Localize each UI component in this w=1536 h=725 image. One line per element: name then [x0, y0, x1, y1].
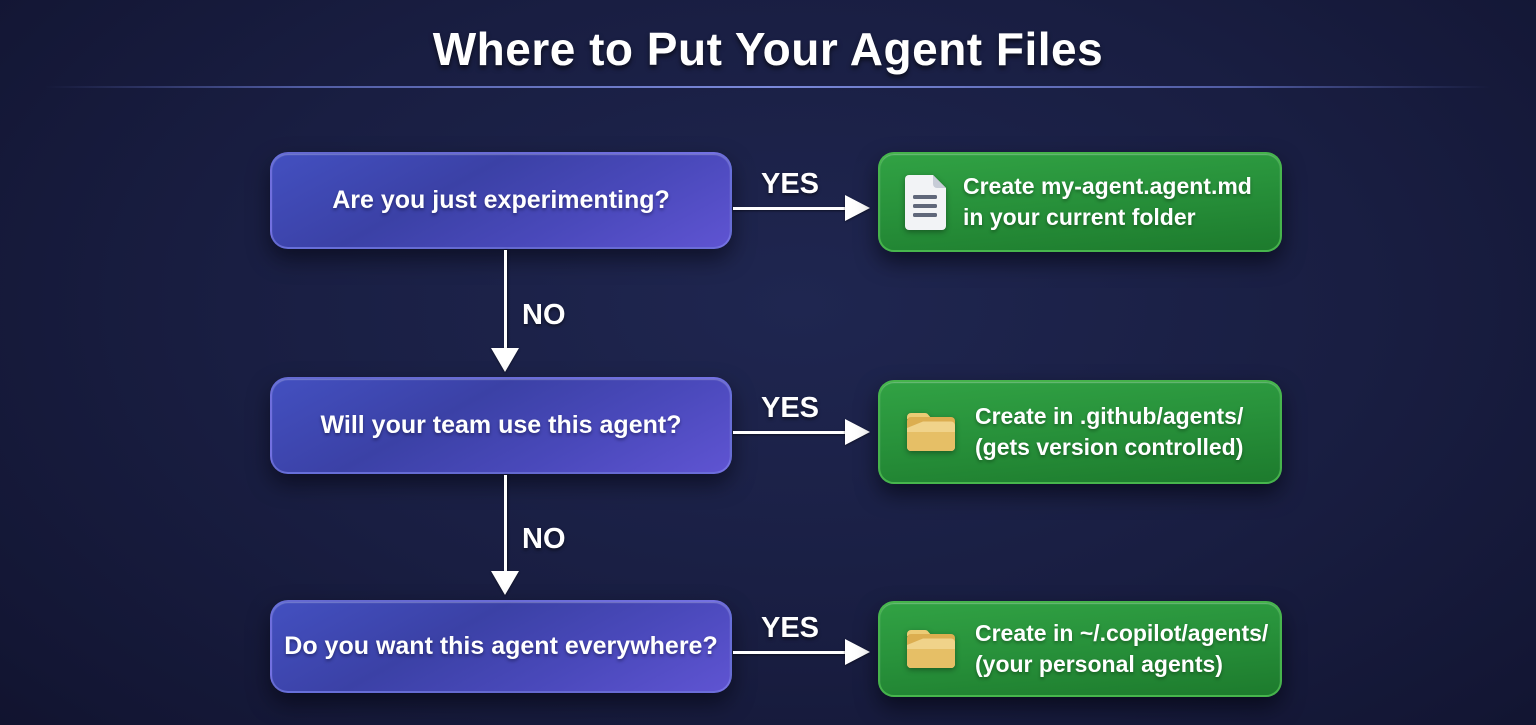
question-label: Will your team use this agent? [320, 411, 682, 439]
yes-arrow-label: YES [760, 612, 820, 644]
question-box-agent-everywhere: Do you want this agent everywhere? [270, 600, 732, 693]
yes-arrow-label: YES [760, 168, 820, 200]
result-line1: Create my-agent.agent.md [963, 173, 1252, 199]
arrow-shaft [733, 431, 847, 434]
result-box-current-folder: Create my-agent.agent.md in your current… [878, 152, 1282, 252]
result-label: Create my-agent.agent.md in your current… [963, 171, 1252, 233]
arrow-head-right-icon [845, 419, 870, 445]
result-label: Create in .github/agents/ (gets version … [975, 401, 1243, 463]
arrow-head-right-icon [845, 639, 870, 665]
result-box-copilot-agents: Create in ~/.copilot/agents/ (your perso… [878, 601, 1282, 697]
no-arrow-label: NO [522, 298, 566, 331]
yes-arrow-3: YES [733, 612, 871, 690]
yes-arrow-1: YES [733, 168, 871, 246]
no-arrow-label: NO [522, 523, 566, 555]
arrow-shaft [504, 475, 507, 571]
arrow-shaft [733, 651, 847, 654]
page-title: Where to Put Your Agent Files [432, 23, 1104, 75]
no-arrow-1: NO [491, 250, 566, 372]
result-line1: Create in ~/.copilot/agents/ [975, 620, 1269, 646]
result-line1: Create in .github/agents/ [975, 403, 1244, 429]
folder-icon [902, 408, 960, 456]
title-divider [45, 86, 1491, 88]
arrow-head-right-icon [845, 195, 870, 221]
arrow-head-down-icon [491, 571, 519, 595]
question-box-experimenting: Are you just experimenting? [270, 152, 732, 249]
result-line2: (your personal agents) [975, 651, 1223, 677]
yes-arrow-label: YES [760, 392, 820, 424]
result-box-github-agents: Create in .github/agents/ (gets version … [878, 380, 1282, 484]
yes-arrow-2: YES [733, 392, 871, 470]
question-label: Are you just experimenting? [332, 186, 670, 214]
folder-icon [902, 625, 960, 673]
document-icon [902, 174, 948, 230]
result-line2: (gets version controlled) [975, 434, 1244, 460]
question-box-team-use: Will your team use this agent? [270, 377, 732, 474]
arrow-shaft [733, 207, 847, 210]
arrow-shaft [504, 250, 507, 348]
result-line2: in your current folder [963, 204, 1196, 230]
arrow-head-down-icon [491, 348, 519, 372]
question-label: Do you want this agent everywhere? [284, 632, 718, 660]
no-arrow-2: NO [491, 475, 566, 595]
result-label: Create in ~/.copilot/agents/ (your perso… [975, 618, 1268, 680]
